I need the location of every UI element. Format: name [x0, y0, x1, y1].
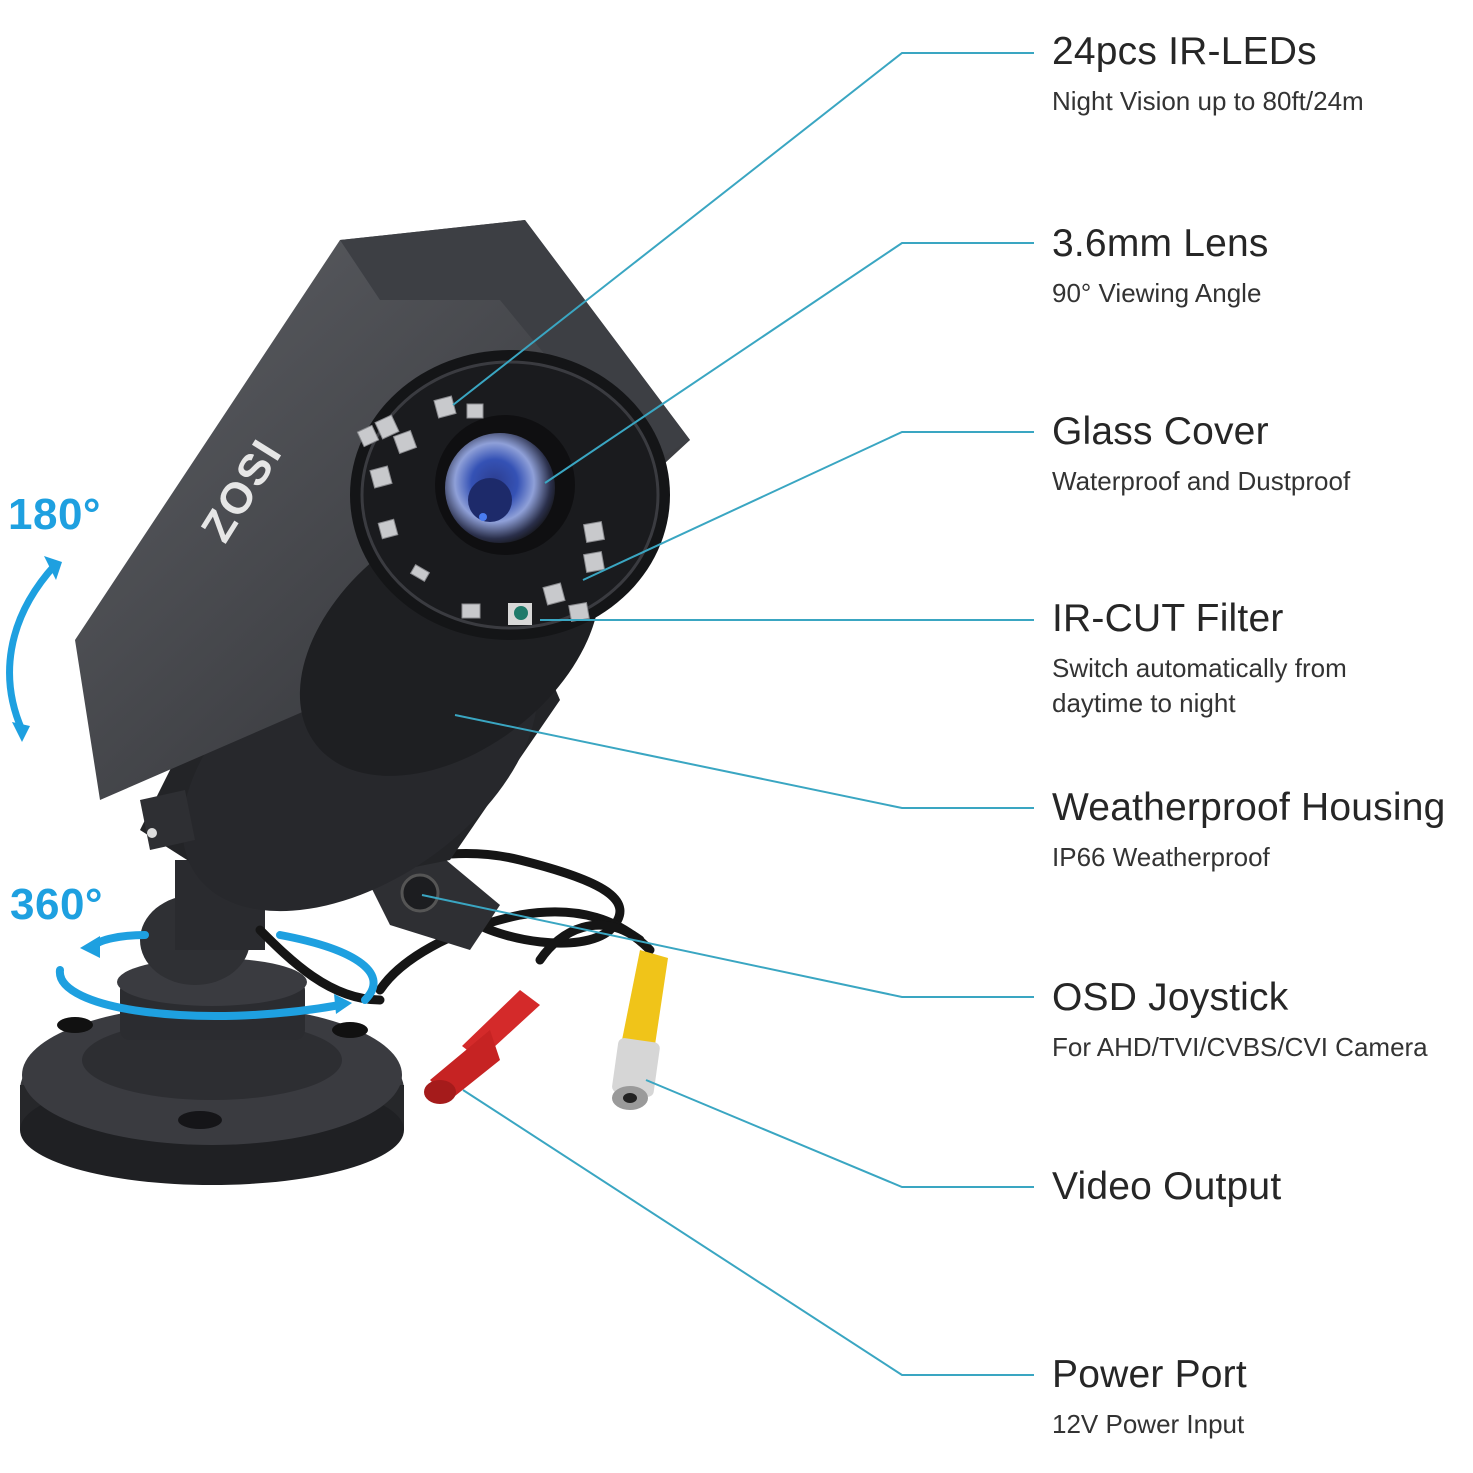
callout-title: 24pcs IR-LEDs: [1052, 30, 1317, 73]
tilt-degree-label: 180°: [8, 490, 102, 539]
callout-title: Video Output: [1052, 1165, 1282, 1208]
pan-arrow-icon: [55, 931, 378, 1021]
callout-description: IP66 Weatherproof: [1052, 842, 1270, 872]
camera-body: [75, 220, 690, 912]
video-connector: [612, 950, 668, 1110]
callout-lens: 3.6mm Lens 90° Viewing Angle: [1052, 222, 1269, 311]
callout-title: Glass Cover: [1052, 410, 1269, 453]
callout-description-line: daytime to night: [1052, 688, 1236, 718]
callout-title: Weatherproof Housing: [1052, 786, 1446, 829]
callout-description: 12V Power Input: [1052, 1409, 1245, 1439]
callout-description: Waterproof and Dustproof: [1052, 466, 1351, 496]
callout-video-output: Video Output: [1052, 1165, 1281, 1209]
mount-base: [20, 860, 404, 1185]
callout-power-port: Power Port 12V Power Input: [1052, 1353, 1247, 1442]
callout-weatherproof-housing: Weatherproof Housing IP66 Weatherproof: [1052, 786, 1446, 875]
power-connector: [424, 990, 540, 1104]
callout-description: Switch automatically from daytime to nig…: [1052, 651, 1347, 721]
callout-title: 3.6mm Lens: [1052, 222, 1269, 265]
callout-title: IR-CUT Filter: [1052, 597, 1284, 640]
callout-description-line: Switch automatically from: [1052, 653, 1347, 683]
callout-description: For AHD/TVI/CVBS/CVI Camera: [1052, 1032, 1428, 1062]
callout-osd-joystick: OSD Joystick For AHD/TVI/CVBS/CVI Camera: [1052, 976, 1428, 1065]
callout-ir-leds: 24pcs IR-LEDs Night Vision up to 80ft/24…: [1052, 30, 1364, 119]
callout-title: OSD Joystick: [1052, 976, 1289, 1019]
pan-degree-label: 360°: [10, 880, 104, 929]
tilt-arrow-icon: [6, 556, 62, 742]
leader-lines: [421, 52, 1034, 1376]
callout-glass-cover: Glass Cover Waterproof and Dustproof: [1052, 410, 1350, 499]
callout-title: Power Port: [1052, 1353, 1247, 1396]
osd-joystick: [365, 855, 500, 950]
callout-description: Night Vision up to 80ft/24m: [1052, 86, 1364, 116]
callout-description: 90° Viewing Angle: [1052, 278, 1262, 308]
callout-ir-cut-filter: IR-CUT Filter Switch automatically from …: [1052, 597, 1347, 721]
